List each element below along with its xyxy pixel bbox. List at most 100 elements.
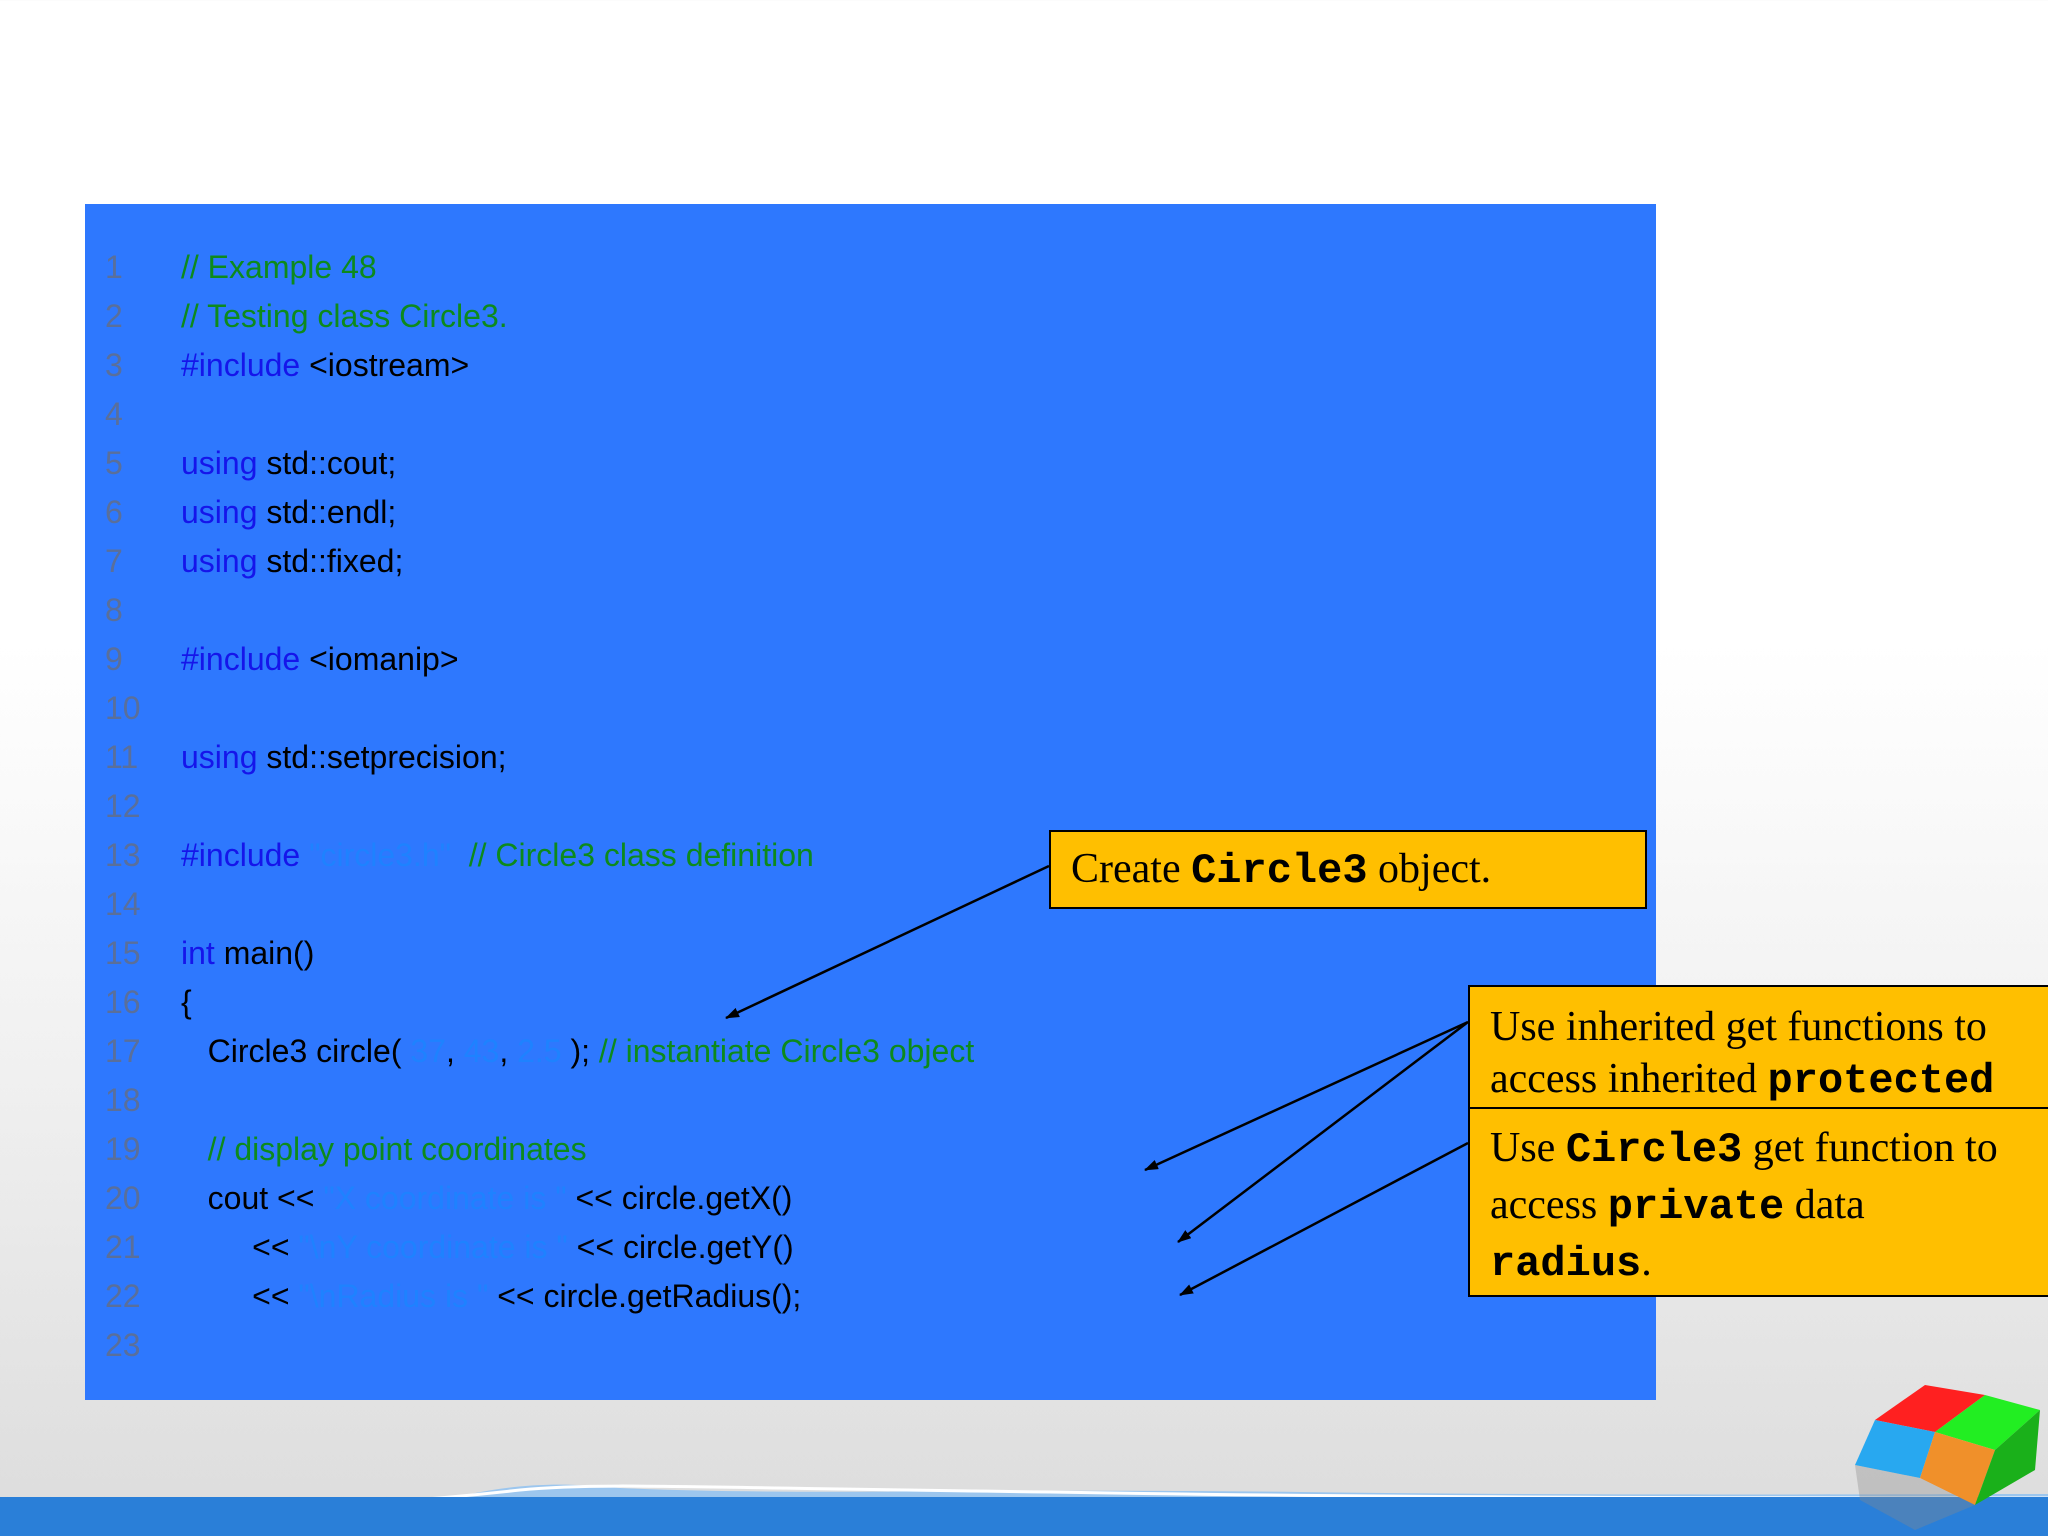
- code-token-plain: <iostream>: [300, 347, 470, 383]
- line-number: 9: [105, 641, 123, 677]
- line-number: 6: [105, 494, 123, 530]
- code-text: // Example 48: [181, 243, 377, 292]
- callout-line: radius.: [1490, 1235, 2048, 1292]
- line-number: 11: [105, 739, 139, 775]
- code-token-string: "\nRadius is ": [298, 1278, 489, 1314]
- callout-code: protected: [1767, 1057, 1995, 1105]
- code-token-keyword: #include: [181, 641, 301, 677]
- callout-line: access private data: [1490, 1178, 2048, 1235]
- code-token-plain: std::endl;: [257, 494, 397, 530]
- line-number: 10: [105, 690, 141, 726]
- code-text: #include "circle3.h" // Circle3 class de…: [181, 831, 814, 880]
- code-line: 22 << "\nRadius is " << circle.getRadius…: [85, 1272, 1656, 1321]
- code-token-string: "circle3.h": [300, 837, 460, 873]
- code-token-keyword: #include: [181, 347, 301, 383]
- code-token-plain: );: [561, 1033, 599, 1069]
- code-line: 1// Example 48: [85, 243, 1656, 292]
- callout-code: radius: [1490, 1240, 1642, 1288]
- code-token-keyword: int: [181, 935, 215, 971]
- code-line: 17 Circle3 circle( 37, 43, 2.5 ); // ins…: [85, 1027, 1656, 1076]
- line-number: 7: [105, 543, 123, 579]
- cube-logo-icon: [1855, 1385, 2040, 1530]
- code-line: 7 using std::fixed;: [85, 537, 1656, 586]
- callout-text: data: [1784, 1182, 1865, 1228]
- code-line: 15 int main(): [85, 929, 1656, 978]
- code-token-string: 37: [410, 1033, 446, 1069]
- line-number: 3: [105, 347, 123, 383]
- code-token-plain: main(): [214, 935, 315, 971]
- code-token-plain: Circle3 circle(: [181, 1033, 411, 1069]
- callout-line: access inherited protected: [1490, 1053, 2048, 1107]
- line-number: 17: [105, 1033, 141, 1069]
- callout-text: object.: [1367, 846, 1492, 892]
- callout-line: Use inherited get functions to: [1490, 1004, 1987, 1050]
- callout-text: access: [1490, 1182, 1608, 1228]
- code-text: using std::endl;: [181, 488, 396, 537]
- code-token-plain: ,: [445, 1033, 464, 1069]
- code-line: 2 // Testing class Circle3.: [85, 292, 1656, 341]
- footer-band: [0, 1497, 2048, 1536]
- code-token-plain: << circle.getY(): [567, 1229, 794, 1265]
- line-number: 22: [105, 1278, 141, 1314]
- code-token-plain: <<: [181, 1278, 299, 1314]
- code-token-plain: << circle.getRadius();: [488, 1278, 802, 1314]
- code-line: 14: [85, 880, 1656, 929]
- line-number: 5: [105, 445, 123, 481]
- code-text: #include <iomanip>: [181, 635, 459, 684]
- code-token-plain: <iomanip>: [300, 641, 459, 677]
- code-text: int main(): [181, 929, 314, 978]
- callout-code: Circle3: [1191, 847, 1368, 895]
- code-text: << "\nRadius is " << circle.getRadius();: [181, 1272, 801, 1321]
- line-number: 13: [105, 837, 141, 873]
- code-text: Circle3 circle( 37, 43, 2.5 ); // instan…: [181, 1027, 975, 1076]
- code-text: #include <iostream>: [181, 341, 469, 390]
- line-number: 2: [105, 298, 123, 334]
- code-token-string: 2.5: [517, 1033, 562, 1069]
- line-number: 21: [105, 1229, 141, 1265]
- code-token-string: "\nY coordinate is ": [298, 1229, 568, 1265]
- code-text: using std::fixed;: [181, 537, 403, 586]
- code-token-string: "X coordinate is ": [323, 1180, 567, 1216]
- line-number: 19: [105, 1131, 141, 1167]
- code-line: 19 // display point coordinates: [85, 1125, 1656, 1174]
- code-token-string: 43: [463, 1033, 500, 1069]
- code-token-comment: // display point coordinates: [181, 1131, 587, 1167]
- code-token-keyword: using: [181, 543, 258, 579]
- code-text: using std::setprecision;: [181, 733, 507, 782]
- code-text: << "\nY coordinate is " << circle.getY(): [181, 1223, 794, 1272]
- line-number: 15: [105, 935, 141, 971]
- callout-text: access inherited: [1490, 1056, 1768, 1102]
- code-token-plain: {: [181, 984, 192, 1020]
- line-number: 12: [105, 788, 141, 824]
- code-token-plain: <<: [181, 1229, 299, 1265]
- code-line: 10: [85, 684, 1656, 733]
- code-text: cout << "X coordinate is " << circle.get…: [181, 1174, 793, 1223]
- code-token-comment: // instantiate Circle3 object: [598, 1033, 975, 1069]
- code-token-plain: std::cout;: [257, 445, 397, 481]
- callout-code: private: [1607, 1183, 1785, 1231]
- callout-create-object: Create Circle3 object.: [1049, 830, 1647, 909]
- code-token-plain: std::setprecision;: [257, 739, 507, 775]
- code-line: 20 cout << "X coordinate is " << circle.…: [85, 1174, 1656, 1223]
- callout-code: Circle3: [1565, 1126, 1743, 1174]
- code-line: 4: [85, 390, 1656, 439]
- code-line: 3 #include <iostream>: [85, 341, 1656, 390]
- code-line: 6 using std::endl;: [85, 488, 1656, 537]
- code-token-plain: ,: [499, 1033, 518, 1069]
- code-line: 8: [85, 586, 1656, 635]
- line-number: 16: [105, 984, 141, 1020]
- code-token-plain: << circle.getX(): [566, 1180, 793, 1216]
- code-panel: 1// Example 48 2 // Testing class Circle3.…: [85, 204, 1656, 1400]
- line-number: 20: [105, 1180, 141, 1216]
- code-text: using std::cout;: [181, 439, 396, 488]
- code-token-plain: cout <<: [181, 1180, 324, 1216]
- code-text: // Testing class Circle3.: [181, 292, 508, 341]
- code-token-comment: // Example 48: [181, 249, 377, 285]
- code-line: 16 {: [85, 978, 1656, 1027]
- code-line: 21 << "\nY coordinate is " << circle.get…: [85, 1223, 1656, 1272]
- code-text: // display point coordinates: [181, 1125, 587, 1174]
- code-line: 5 using std::cout;: [85, 439, 1656, 488]
- code-line: 18: [85, 1076, 1656, 1125]
